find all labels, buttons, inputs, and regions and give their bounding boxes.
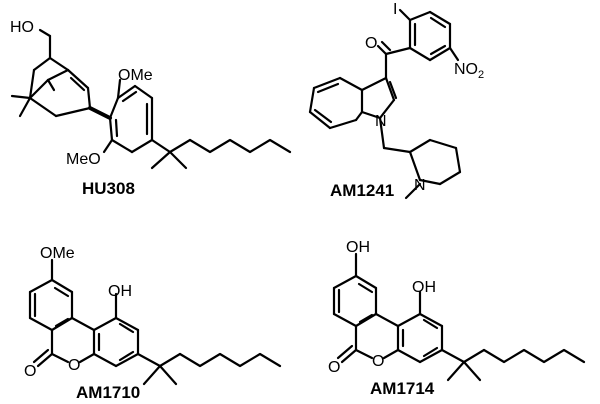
am1241-indole-nitrogen-label: N (375, 113, 387, 130)
am1241-carbonyl-oxygen-label: O (365, 35, 377, 52)
am1714-hydroxyl-right-label: OH (412, 279, 436, 296)
am1241-nitro-label: NO2 (454, 61, 484, 81)
am1710-ring-oxygen-label: O (68, 357, 80, 374)
am1710-carbonyl-oxygen-label: O (24, 363, 36, 380)
am1241-iodine-label: I (393, 1, 397, 18)
am1710-bonds (28, 258, 282, 386)
hu308-name: HU308 (82, 179, 135, 198)
hu308-methoxy-bottom-label: MeO (66, 151, 101, 168)
am1241-bonds (308, 8, 462, 200)
hu308-methoxy-top-label: OMe (118, 67, 153, 84)
compound-am1241: I O NO2 N N AM1241 (308, 1, 484, 200)
am1241-name: AM1241 (330, 181, 394, 200)
am1714-ring-oxygen-label: O (372, 353, 384, 370)
am1241-piperidine-nitrogen-label: N (414, 177, 426, 194)
am1710-methoxy-label: OMe (40, 245, 75, 262)
am1714-carbonyl-oxygen-label: O (328, 359, 340, 376)
am1714-hydroxyl-top-label: OH (346, 239, 370, 256)
compound-am1714: OH OH O O AM1714 (328, 239, 586, 398)
am1710-name: AM1710 (76, 383, 140, 402)
compound-am1710: OMe OH O O AM1710 (24, 245, 282, 402)
am1714-name: AM1714 (370, 379, 435, 398)
am1714-bonds (332, 252, 586, 382)
hu308-bonds (10, 28, 292, 170)
am1710-hydroxyl-label: OH (108, 283, 132, 300)
hu308-hydroxyl-label: HO (10, 19, 34, 36)
compound-hu308: HO OMe MeO HU308 (10, 19, 292, 198)
